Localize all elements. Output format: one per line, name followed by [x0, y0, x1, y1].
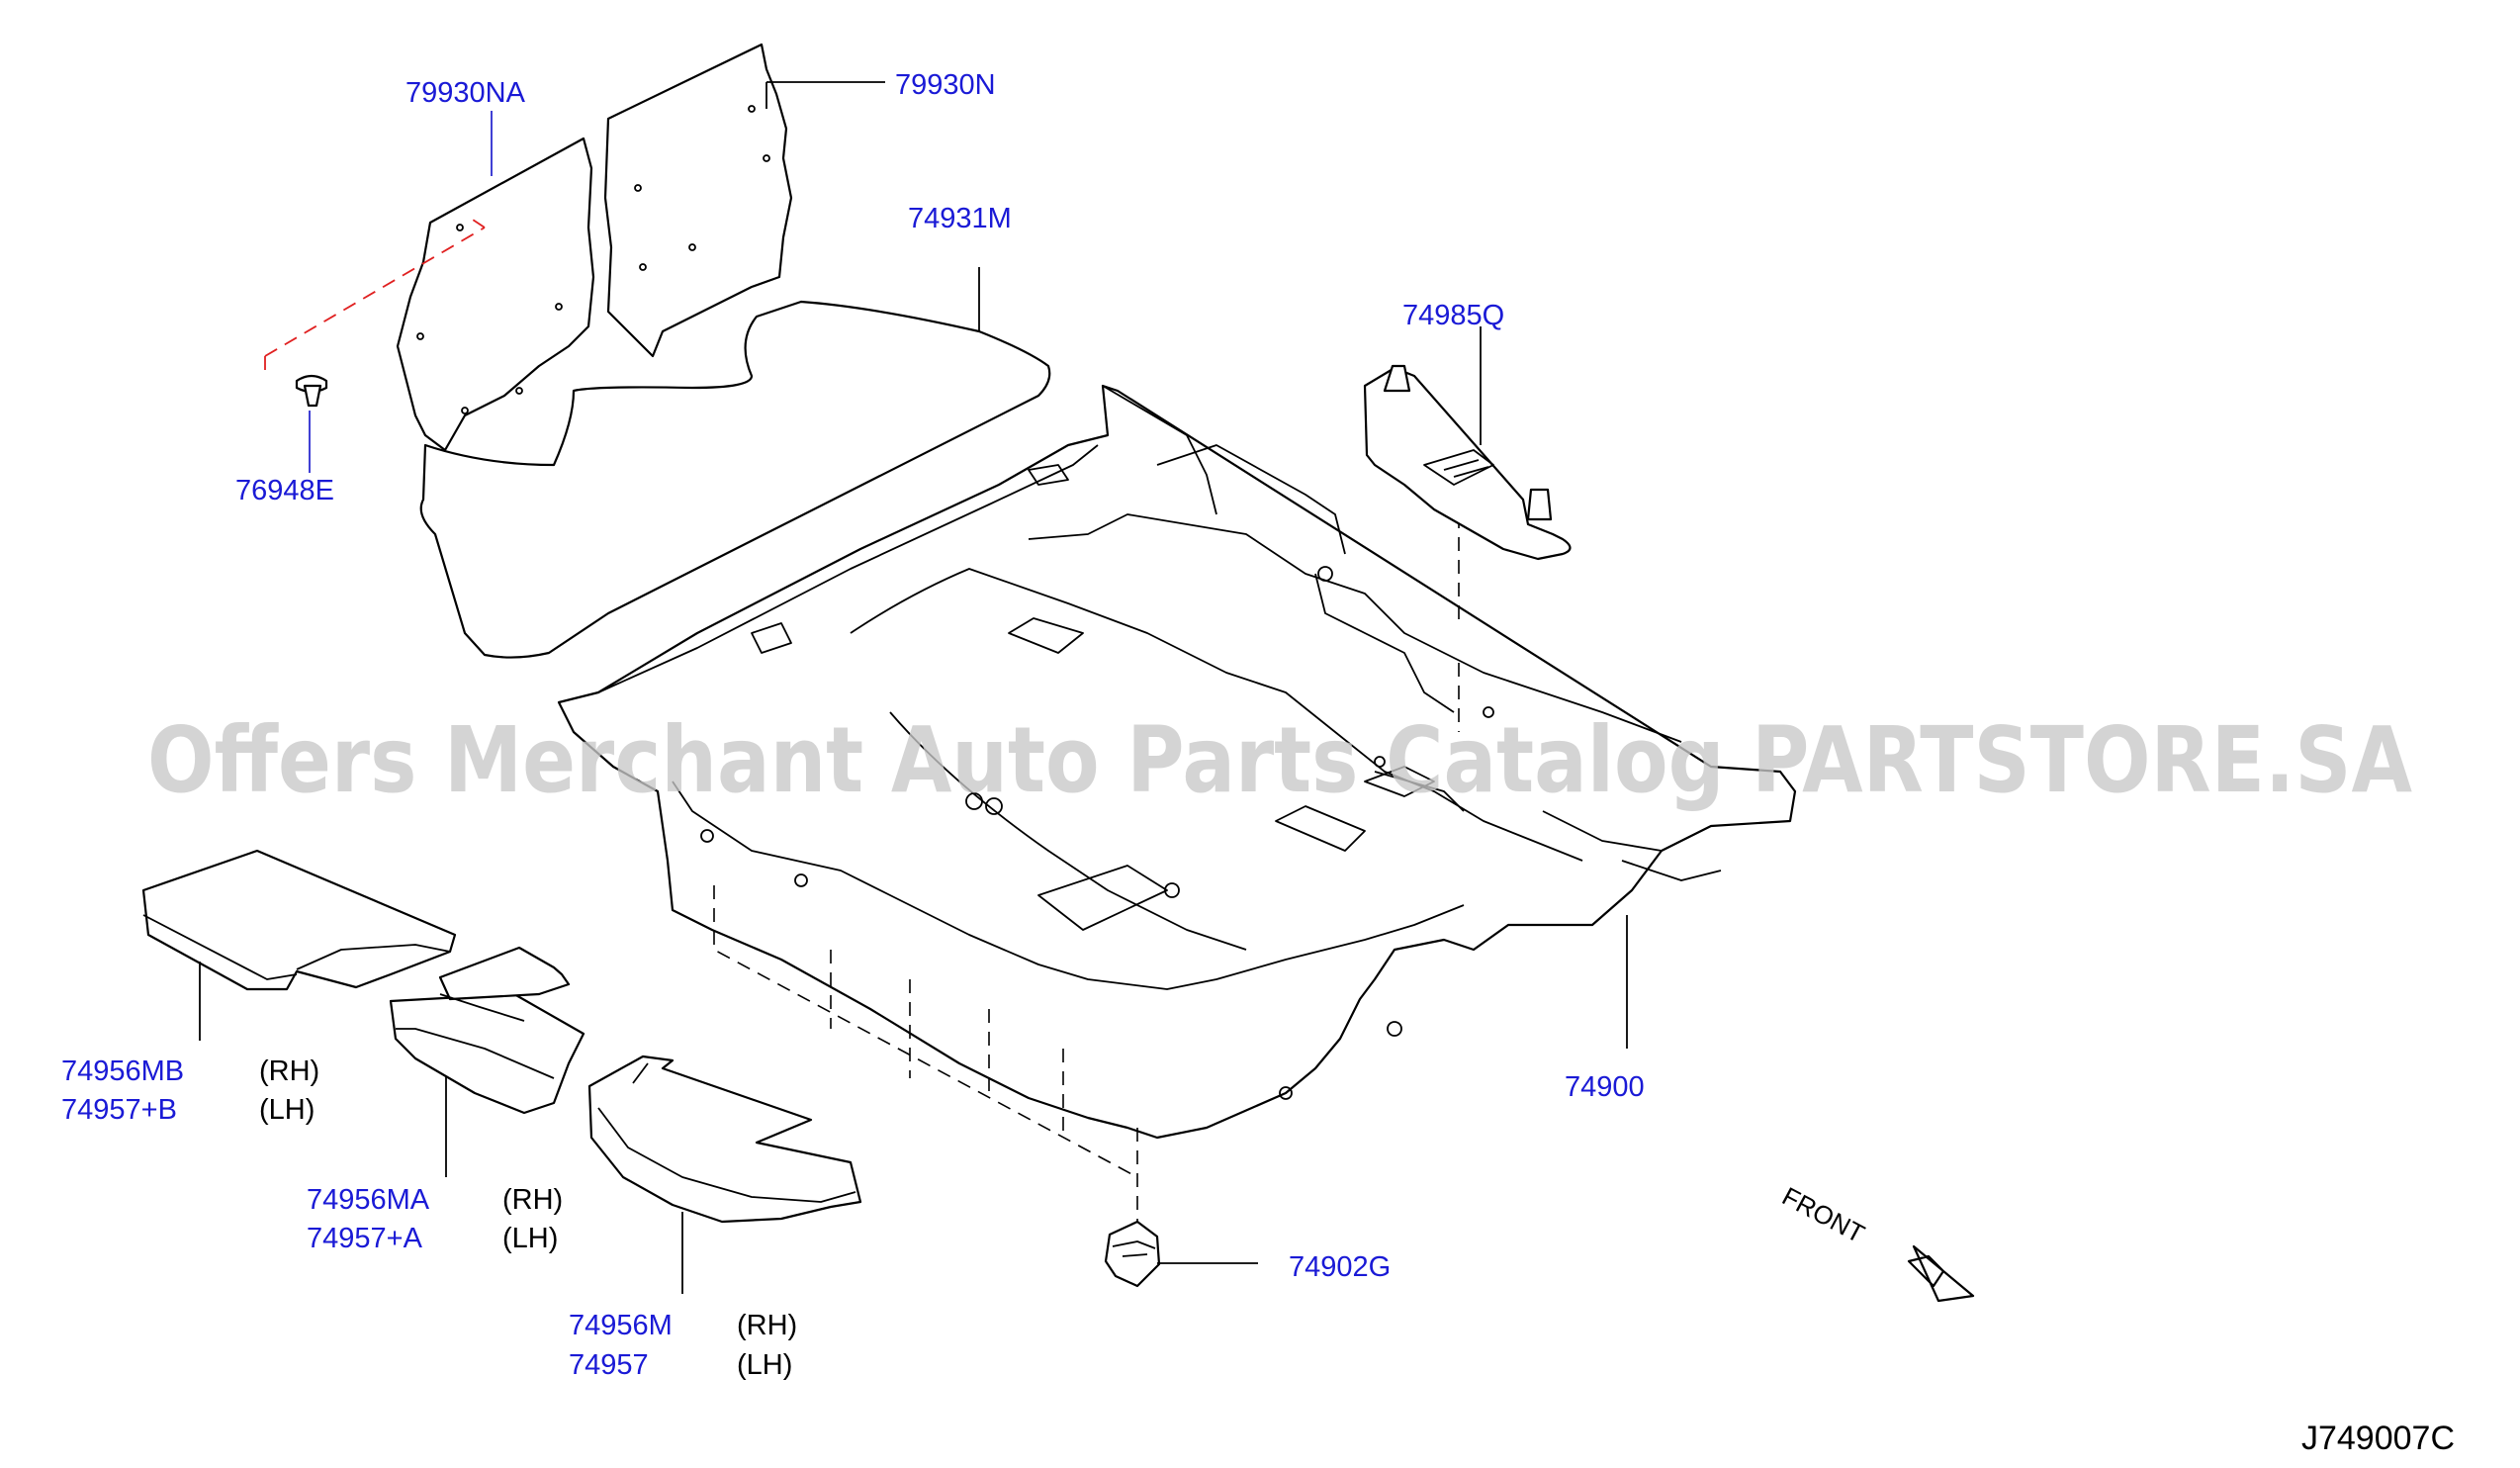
- part-link-74957B[interactable]: 74957+B: [61, 1094, 177, 1126]
- front-label: FRONT: [1777, 1181, 1869, 1249]
- assembly-guides: [713, 514, 1460, 1222]
- part-link-79930N[interactable]: 79930N: [895, 69, 996, 101]
- part-link-74957A[interactable]: 74957+A: [307, 1223, 423, 1254]
- side-74957B: (LH): [259, 1094, 315, 1126]
- part-link-74902G[interactable]: 74902G: [1289, 1251, 1391, 1283]
- part-link-76948E[interactable]: 76948E: [235, 475, 334, 506]
- insulator-panel-79930N: [603, 43, 793, 358]
- floor-carpet-74900: [557, 384, 1797, 1140]
- part-link-74956MB[interactable]: 74956MB: [61, 1055, 184, 1087]
- clip-74902G: [1104, 1220, 1161, 1288]
- side-74956MA: (RH): [502, 1184, 563, 1216]
- fastener-74985Q: [1363, 364, 1572, 561]
- clip-76948E: [295, 374, 328, 408]
- diagram-code: J749007C: [2301, 1420, 2455, 1457]
- insulator-mat-74931M: [419, 300, 1051, 659]
- spacer-74956MB: [141, 849, 457, 991]
- side-74956M: (RH): [737, 1310, 797, 1341]
- insulator-panel-79930NA: [396, 137, 595, 452]
- part-link-74957[interactable]: 74957: [569, 1349, 649, 1381]
- part-link-79930NA[interactable]: 79930NA: [405, 77, 526, 109]
- part-link-74956M[interactable]: 74956M: [569, 1310, 673, 1341]
- side-74957A: (LH): [502, 1223, 558, 1254]
- spacer-74956M: [587, 1055, 862, 1224]
- part-link-74956MA[interactable]: 74956MA: [307, 1184, 430, 1216]
- spacer-74956MA: [389, 946, 585, 1115]
- clip-leader: [264, 219, 486, 374]
- part-link-74931M[interactable]: 74931M: [908, 203, 1012, 234]
- side-74957: (LH): [737, 1349, 792, 1381]
- watermark: Offers Merchant Auto Parts Catalog PARTS…: [147, 707, 2412, 813]
- side-74956MB: (RH): [259, 1055, 319, 1087]
- front-arrow-icon: [1907, 1244, 1975, 1303]
- part-link-74900[interactable]: 74900: [1565, 1071, 1645, 1103]
- part-link-74985Q[interactable]: 74985Q: [1402, 300, 1504, 331]
